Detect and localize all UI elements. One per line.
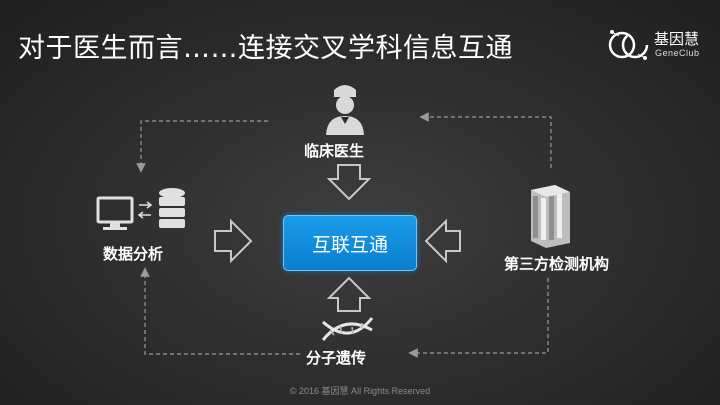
- computer-database-icon: [96, 188, 185, 230]
- arrow-down-icon: [326, 164, 372, 201]
- doctor-icon: [326, 85, 364, 135]
- lab-building-icon: [531, 185, 570, 248]
- connector-top-right: [419, 112, 552, 168]
- logo-subtitle: GeneClub: [655, 48, 700, 58]
- node-clinician: 临床医生: [304, 142, 365, 160]
- arrow-up-icon: [326, 276, 372, 312]
- center-hub: 互联互通: [283, 215, 417, 271]
- arrow-left-icon: [424, 218, 461, 264]
- arrow-right-icon: [214, 218, 253, 264]
- connector-top-left: [136, 120, 268, 173]
- connector-bottom-left: [140, 267, 300, 355]
- logo: 基因慧 GeneClub: [607, 26, 717, 66]
- node-third-party-lab: 第三方检测机构: [504, 255, 610, 273]
- logo-mark-icon: [608, 30, 649, 60]
- dna-helix-icon: [321, 317, 374, 341]
- logo-name: 基因慧: [654, 30, 700, 48]
- copyright-footer: © 2016 基因慧 All Rights Reserved: [289, 386, 431, 396]
- node-molecular-genetics: 分子遗传: [306, 349, 367, 367]
- connector-bottom-right: [408, 278, 549, 358]
- slide-title: 对于医生而言……连接交叉学科信息互通: [18, 33, 513, 64]
- node-data-analysis: 数据分析: [103, 245, 164, 263]
